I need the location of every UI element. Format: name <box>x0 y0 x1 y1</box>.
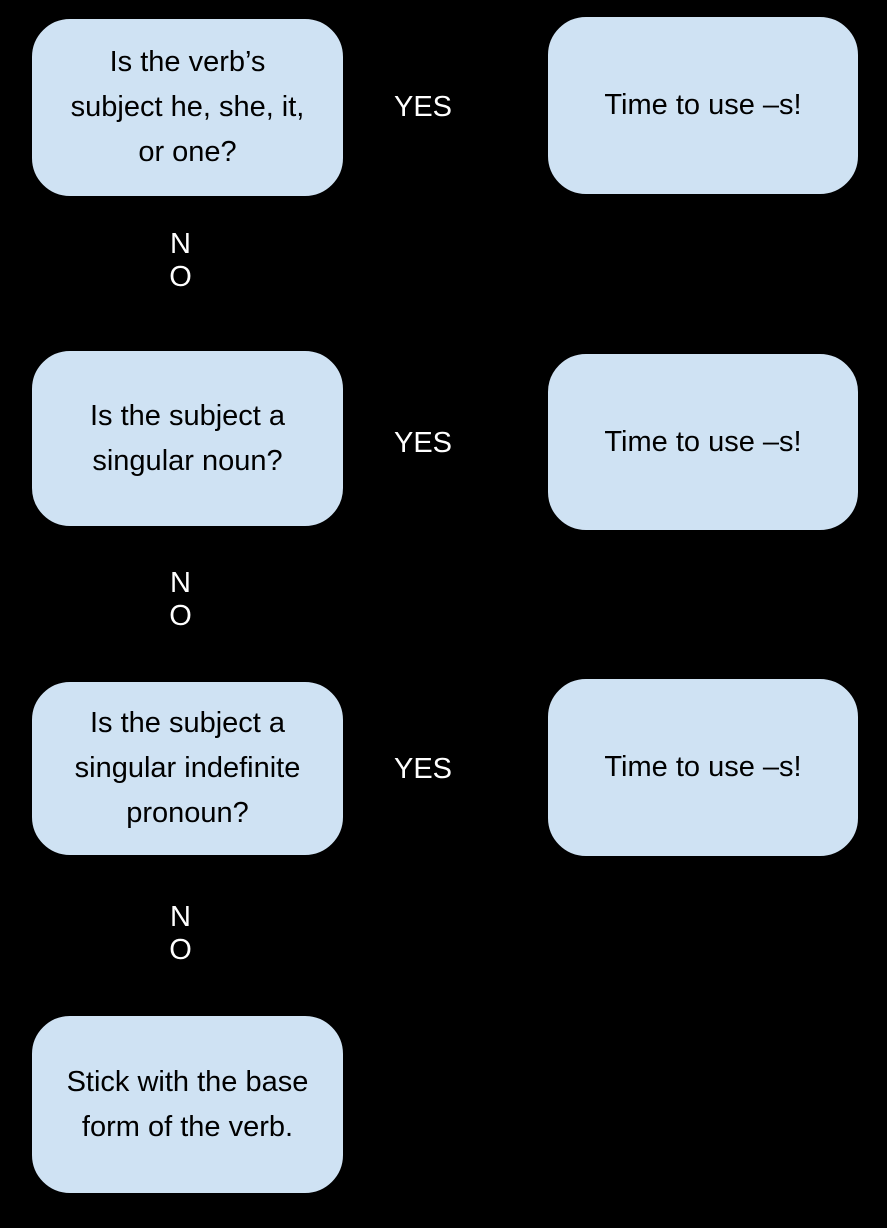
result-box-1: Time to use –s! <box>546 15 860 196</box>
question-text-3: Is the subject a singular indefinite pro… <box>74 707 301 829</box>
no-label-2: NO <box>169 567 192 632</box>
no-label-1: NO <box>169 228 192 293</box>
question-box-2: Is the subject a singular noun? <box>30 349 345 528</box>
result-text-2: Time to use –s! <box>604 425 802 458</box>
yes-label-2: YES <box>393 427 453 459</box>
question-text-2: Is the subject a singular noun? <box>89 399 286 477</box>
question-box-1: Is the verb’s subject he, she, it, or on… <box>30 17 345 198</box>
result-box-2: Time to use –s! <box>546 352 860 532</box>
result-text-1: Time to use –s! <box>604 89 802 121</box>
result-text-3: Time to use –s! <box>604 751 802 783</box>
question-box-3: Is the subject a singular indefinite pro… <box>30 680 345 857</box>
final-box: Stick with the base form of the verb. <box>30 1014 345 1195</box>
yes-label-3: YES <box>393 753 453 785</box>
result-box-3: Time to use –s! <box>546 677 860 858</box>
no-label-3: NO <box>169 901 192 966</box>
yes-label-1: YES <box>393 91 453 123</box>
question-text-1: Is the verb’s subject he, she, it, or on… <box>70 46 305 168</box>
final-text: Stick with the base form of the verb. <box>66 1065 309 1143</box>
